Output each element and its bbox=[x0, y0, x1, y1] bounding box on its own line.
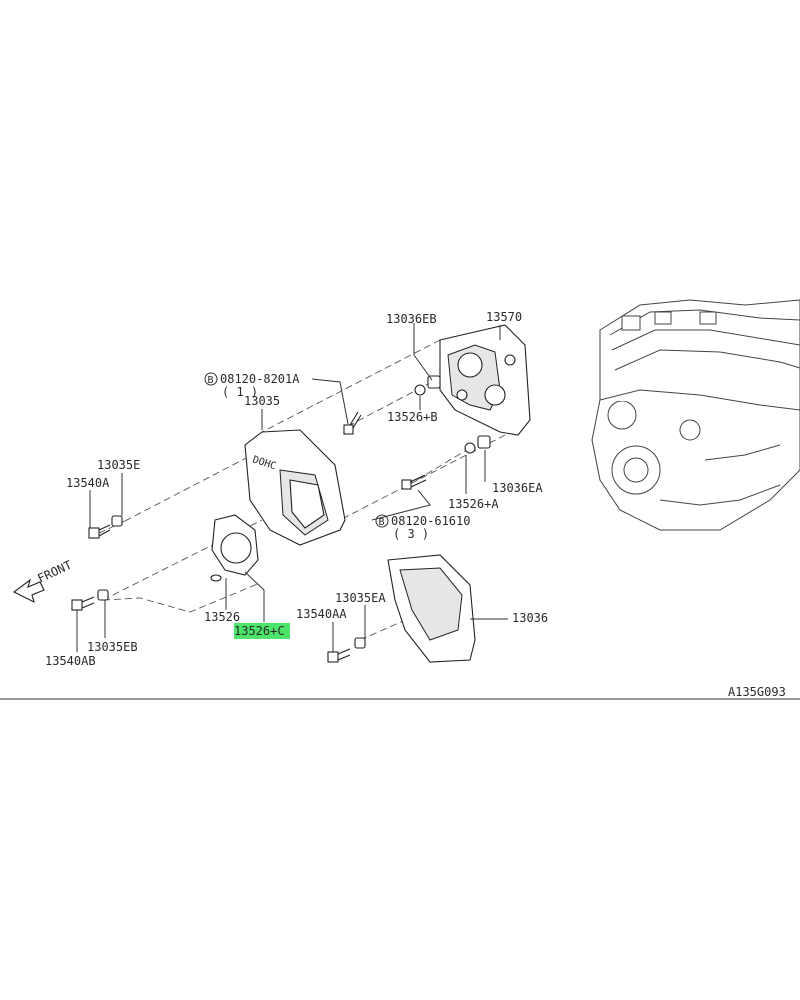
label-13036EB: 13036EB bbox=[386, 312, 437, 326]
label-13570: 13570 bbox=[486, 310, 522, 324]
label-13526B: 13526+B bbox=[387, 410, 438, 424]
washer-13526A bbox=[464, 442, 476, 454]
bolt-08120-8201A bbox=[343, 411, 362, 435]
hardware bbox=[71, 375, 491, 663]
washer-13526B bbox=[414, 384, 426, 396]
gasket-13526 bbox=[210, 514, 259, 582]
bolt-marker-2: B bbox=[375, 514, 389, 528]
label-13526: 13526 bbox=[204, 610, 240, 624]
label-13036: 13036 bbox=[512, 611, 548, 625]
front-label: FRONT bbox=[35, 558, 74, 586]
diagram-code: A135G093 bbox=[728, 685, 786, 699]
bolt-marker-2-letter: B bbox=[379, 517, 385, 528]
grommet-13035E bbox=[111, 515, 123, 527]
label-13036EA: 13036EA bbox=[492, 481, 543, 495]
lower-cover-13036 bbox=[387, 554, 476, 663]
grommet-13035EB bbox=[97, 589, 109, 601]
bolt-13540AB bbox=[71, 596, 95, 611]
label-13035: 13035 bbox=[244, 394, 280, 408]
backing-plate-13570 bbox=[439, 324, 531, 436]
part-labels: 13036EB 13570 08120-8201A ( 1 ) 13035 13… bbox=[45, 310, 548, 668]
label-13035E: 13035E bbox=[97, 458, 140, 472]
front-direction-arrow: FRONT bbox=[12, 558, 74, 604]
label-qty-3: ( 3 ) bbox=[393, 527, 429, 541]
leader-lines bbox=[76, 323, 508, 652]
label-08120-8201A: 08120-8201A bbox=[220, 372, 300, 386]
label-13540AA: 13540AA bbox=[296, 607, 347, 621]
bolt-marker-1: B bbox=[204, 372, 218, 386]
label-13540AB: 13540AB bbox=[45, 654, 96, 668]
bolt-13540A bbox=[88, 524, 111, 539]
bolt-marker-1-letter: B bbox=[208, 375, 214, 386]
label-08120-61610: 08120-61610 bbox=[391, 514, 470, 528]
timing-cover-13035: DOHC bbox=[244, 429, 346, 546]
label-qty-1: ( 1 ) bbox=[222, 385, 258, 399]
label-13035EB: 13035EB bbox=[87, 640, 138, 654]
label-13526C: 13526+C bbox=[234, 624, 285, 638]
bolt-13540AA bbox=[327, 648, 351, 663]
engine-block-illustration bbox=[591, 299, 800, 531]
bolt-08120-61610 bbox=[401, 474, 427, 490]
label-13540A: 13540A bbox=[66, 476, 110, 490]
label-13526A: 13526+A bbox=[448, 497, 499, 511]
highlight-13526C bbox=[234, 623, 290, 639]
grommet-13036EA bbox=[477, 435, 491, 449]
grommet-13035EA bbox=[354, 637, 366, 649]
label-13035EA: 13035EA bbox=[335, 591, 386, 605]
